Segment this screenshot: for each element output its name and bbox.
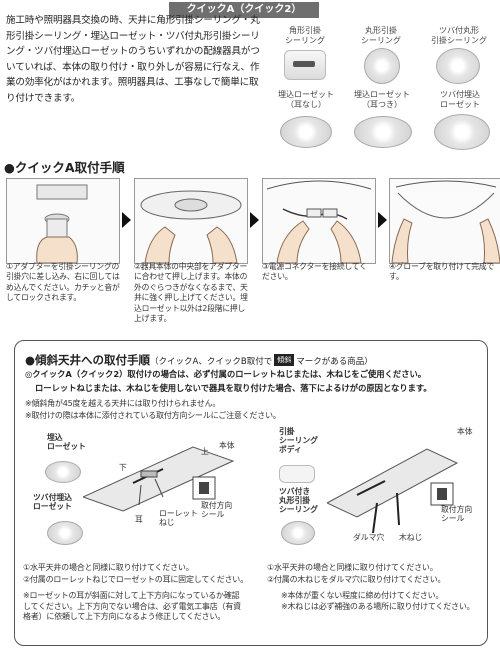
left-arrow-up: 上 [201,447,209,456]
globe-icon [391,180,500,264]
step-3-caption: ③電源コネクターを接続してください。 [262,262,367,282]
slope-mark-icon: 傾斜 [274,353,295,366]
right-label-ceiling-body: 引掛 シーリング ボディ [279,427,318,454]
sloped-ceiling-left-icon [83,446,235,512]
slope-title-row: ●傾斜天井への取付手順（クイックA、クイックB取付で傾斜マークがある商品） [25,349,481,368]
connector-icon [266,180,372,264]
left-label-rosette: 埋込 ローゼット [47,433,86,451]
step-4-illustration [389,178,500,264]
step-1-illustration [6,178,120,264]
right-part-wood-screw: 木ねじ [399,533,423,542]
rosette-no-ear-icon [280,116,332,148]
right-part-keyhole: ダルマ穴 [353,533,385,542]
left-step-2: ②付属のローレットねじでローゼットの耳に固定してください。 [23,575,248,584]
round-ceiling-icon [364,48,400,84]
step-2-illustration [134,178,248,264]
product-label-square: 角形引掛 シーリング [285,26,325,45]
slope-title-suffix-2: マークがある商品） [296,357,373,367]
product-label-flanged-round: ツバ付丸形 引掛シーリング [431,26,487,45]
step-arrow-3 [378,212,387,228]
steps-section-title: ●クイックA取付手順 [4,160,125,175]
left-diagram: 埋込 ローゼット ツバ付埋込 ローゼット 下 上 本体 耳 ローレット ねじ 取… [23,427,251,547]
flanged-rosette-icon [434,114,490,150]
flanged-rosette-small-icon [47,521,83,545]
product-grid: 角形引掛 シーリング 丸形引掛 シーリング ツバ付丸形 引掛シーリング 埋込ロー… [270,26,498,156]
right-notes: ※本体が重くない程度に締め付けてください。 ※木ねじは必ず補強のある場所に取り付… [281,591,475,611]
step-4-caption: ④グローブを取り付けて完成です。 [389,262,495,282]
slope-warning-2: ローレットねじまたは、木ねじを使用しないで器具を取り付けた場合、落下によるけがの… [35,383,432,393]
right-step-1: ①水平天井の場合と同様に取り付けてください。 [267,563,438,572]
slope-note-1: ※傾斜角が45度を越える天井には取り付けられません。 [25,399,221,408]
ceiling-body-icon [279,465,315,483]
slope-warning-1: ◎クイックA（クイック2）取付けの場合は、必ず付属のローレットねじまたは、木ねじ… [25,369,427,379]
step-3-illustration [262,178,376,264]
left-ceiling-label: 本体 [219,441,235,450]
right-diagram: 引掛 シーリング ボディ ツバ付き 丸形引掛 シーリング 本体 ダルマ穴 木ねじ… [267,427,481,547]
left-part-direction-seal: 取付方向 シール [201,501,233,519]
sloped-ceiling-right-icon [327,448,459,534]
product-label-rosette-ear: 埋込ローゼット （耳つき） [354,90,410,109]
rosette-icon [45,461,81,483]
product-label-round: 丸形引掛 シーリング [361,26,401,45]
left-notes: ※ローゼットの耳が斜面に対して上下方向になっているか確認してください。上下方向で… [23,591,241,621]
square-ceiling-icon [284,50,326,80]
left-part-knurled-screw: ローレット ねじ [159,509,198,527]
left-step-1: ①水平天井の場合と同様に取り付けてください。 [23,563,194,572]
flanged-ceiling-small-icon [281,521,315,545]
step-2-caption: ②器具本体の中央部をアダプターに合わせて押し上げます。本体の外のぐらつきがなくな… [134,262,248,324]
left-arrow-down: 下 [119,463,127,472]
left-part-ear: 耳 [135,515,143,524]
left-label-flanged-rosette: ツバ付埋込 ローゼット [33,493,72,511]
right-ceiling-label: 本体 [457,427,473,436]
steps-illustration-row [0,178,500,268]
product-label-flanged-rosette: ツバ付埋込 ローゼット [440,90,480,109]
product-banner: クイックA（クイック2） [169,2,319,18]
step-arrow-1 [122,212,131,228]
step-1-caption: ①アダプターを引掛シーリングの引掛穴に差し込み、右に回してはめ込んでください。カ… [6,262,120,303]
intro-text: 施工時や照明器具交換の時、天井に角形引掛シーリング・丸形引掛シーリング・埋込ロー… [6,15,260,104]
adapter-hand-icon [36,184,88,264]
flanged-round-ceiling-icon [436,48,480,84]
slope-title-suffix-1: （クイックA、クイックB取付で [150,357,273,367]
rosette-ear-icon [354,116,412,148]
right-part-direction-seal: 取付方向 シール [441,505,473,523]
sloped-ceiling-panel: ●傾斜天井への取付手順（クイックA、クイックB取付で傾斜マークがある商品） ◎ク… [14,340,488,646]
slope-note-2: ※取付けの際は本体に添付されている取付方向シールにご注意ください。 [25,411,281,420]
slope-title: ●傾斜天井への取付手順 [25,353,151,367]
body-push-icon [140,190,242,264]
right-step-2: ②付属の木ねじをダルマ穴に取り付けてください。 [267,575,446,584]
right-label-flanged-ceiling: ツバ付き 丸形引掛 シーリング [279,487,318,514]
product-label-rosette-no-ear: 埋込ローゼット （耳なし） [278,90,334,109]
step-arrow-2 [250,212,259,228]
